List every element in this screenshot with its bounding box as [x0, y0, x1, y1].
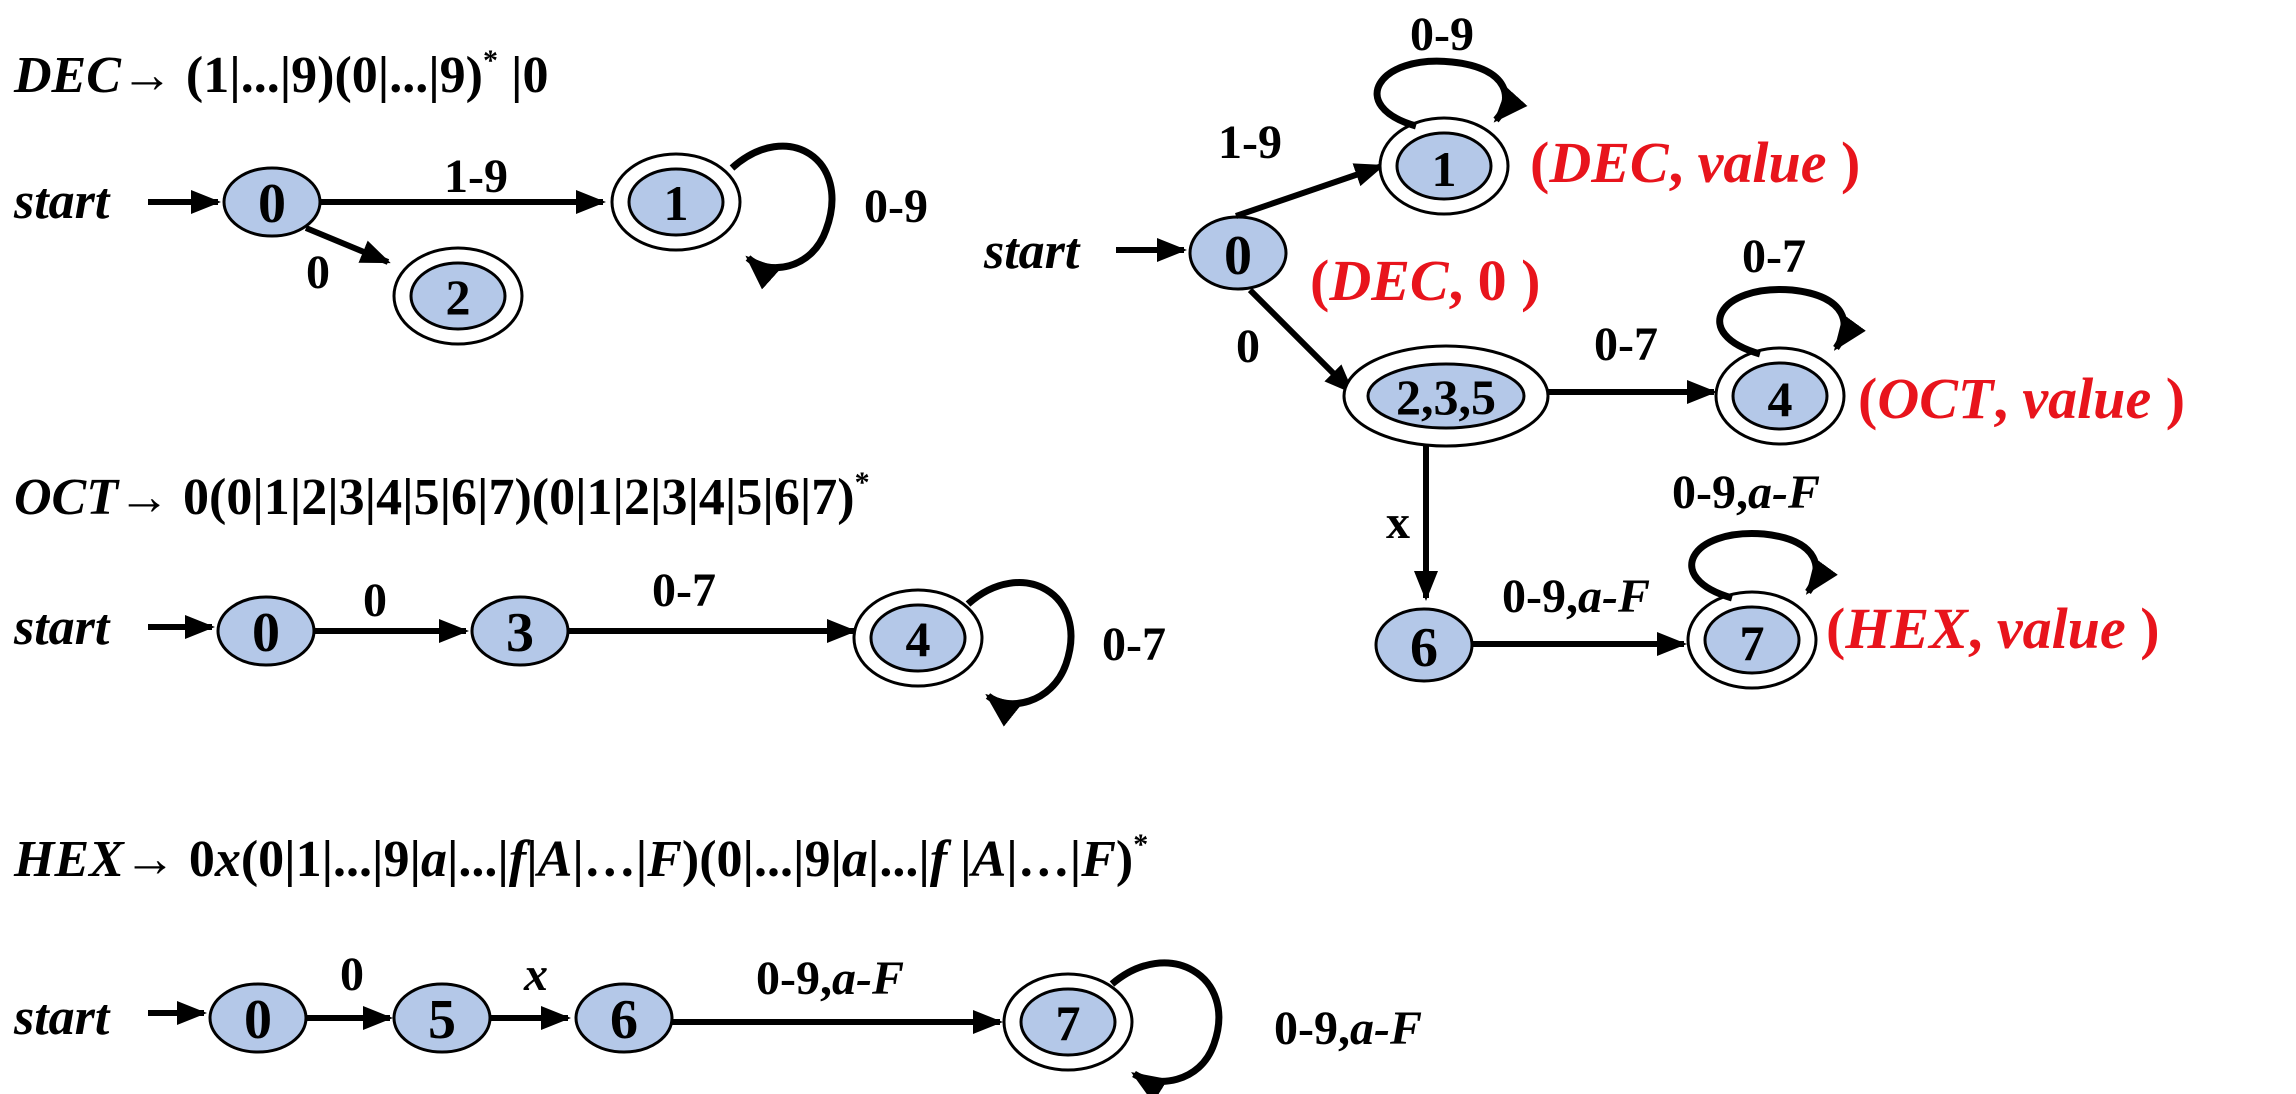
combined-state-1-label: 1 — [1432, 141, 1457, 197]
combined-loop-4 — [1716, 286, 1866, 358]
oct-edge-0-3-label: 0 — [363, 574, 387, 627]
combined-edge-6-7-label: 0-9,a-F — [1502, 570, 1650, 623]
combined-start-label: start — [983, 223, 1081, 280]
oct-start-label: start — [13, 599, 111, 656]
dec-section: DEC→ (1|...|9)(0|...|9)* |0 start 0 1-9 … — [13, 44, 928, 346]
hex-state-6 — [574, 982, 674, 1054]
combined-state-235-label: 2,3,5 — [1396, 369, 1496, 425]
oct-edge-3-4-label: 0-7 — [652, 564, 716, 617]
combined-section: start 0 1-9 1 0-9 (DEC, value ) (DEC, 0 … — [983, 8, 2185, 690]
combined-loop-7-label: 0-9,a-F — [1672, 466, 1820, 519]
hex-edge-5-6-label: x — [523, 948, 548, 1001]
combined-token-dec-zero: (DEC, 0 ) — [1310, 248, 1540, 313]
oct-state-4-label: 4 — [906, 611, 931, 667]
hex-edge-0-5-label: 0 — [340, 948, 364, 1001]
hex-start-label: start — [13, 989, 111, 1046]
hex-edge-6-7-label: 0-9,a-F — [756, 952, 904, 1005]
hex-section: HEX→ 0x(0|1|...|9|a|...|f|A|…|F)(0|...|9… — [13, 828, 1422, 1094]
hex-loop-7-label: 0-9,a-F — [1274, 1002, 1422, 1055]
dec-loop-1 — [729, 142, 836, 290]
oct-state-0-label: 0 — [252, 602, 280, 664]
hex-state-7 — [1019, 987, 1117, 1057]
oct-state-4 — [869, 603, 967, 673]
dec-state-2-label: 2 — [446, 269, 471, 325]
dec-edge-0-1-label: 1-9 — [444, 150, 508, 203]
hex-state-6-label: 6 — [610, 989, 638, 1051]
combined-edge-0-235-label: 0 — [1236, 320, 1260, 373]
hex-state-5-label: 5 — [428, 989, 456, 1051]
combined-state-6-label: 6 — [1410, 617, 1438, 679]
oct-loop-4 — [965, 579, 1075, 727]
combined-edge-0-235 — [1247, 287, 1355, 395]
oct-regex: OCT→ 0(0|1|2|3|4|5|6|7)(0|1|2|3|4|5|6|7)… — [14, 466, 870, 526]
combined-edge-0-1-label: 1-9 — [1218, 116, 1282, 169]
combined-state-7 — [1703, 605, 1801, 675]
combined-state-1 — [1395, 131, 1493, 201]
dec-regex: DEC→ (1|...|9)(0|...|9)* |0 — [13, 44, 548, 104]
oct-section: OCT→ 0(0|1|2|3|4|5|6|7)(0|1|2|3|4|5|6|7)… — [13, 466, 1166, 727]
hex-state-7-label: 7 — [1056, 995, 1081, 1051]
combined-state-235 — [1366, 362, 1526, 430]
dec-state-2 — [409, 261, 507, 331]
dec-state-0-label: 0 — [258, 173, 286, 235]
combined-loop-1-label: 0-9 — [1410, 8, 1474, 61]
combined-state-4 — [1731, 361, 1829, 431]
combined-token-dec-value: (DEC, value ) — [1530, 130, 1860, 195]
dec-edge-0-2-label: 0 — [306, 246, 330, 299]
combined-state-7-label: 7 — [1740, 615, 1765, 671]
combined-loop-7 — [1688, 530, 1838, 602]
oct-state-3-label: 3 — [506, 602, 534, 664]
combined-state-4-label: 4 — [1768, 371, 1793, 427]
hex-regex: HEX→ 0x(0|1|...|9|a|...|f|A|…|F)(0|...|9… — [13, 828, 1148, 888]
combined-edge-235-4-label: 0-7 — [1594, 318, 1658, 371]
combined-edge-235-6-label: x — [1386, 496, 1410, 549]
hex-loop-7 — [1109, 959, 1223, 1094]
hex-state-0-label: 0 — [244, 989, 272, 1051]
combined-loop-4-label: 0-7 — [1742, 230, 1806, 283]
dec-state-1-label: 1 — [664, 175, 689, 231]
dec-start-label: start — [13, 173, 111, 230]
combined-state-0-label: 0 — [1224, 225, 1252, 287]
combined-token-hex-value: (HEX, value ) — [1826, 596, 2160, 661]
dec-edge-0-2 — [304, 225, 391, 265]
dec-state-1 — [627, 167, 725, 237]
oct-loop-4-label: 0-7 — [1102, 618, 1166, 671]
combined-loop-1 — [1373, 57, 1528, 130]
combined-token-oct-value: (OCT, value ) — [1858, 366, 2185, 431]
dec-loop-1-label: 0-9 — [864, 180, 928, 233]
combined-edge-0-1 — [1235, 163, 1385, 219]
